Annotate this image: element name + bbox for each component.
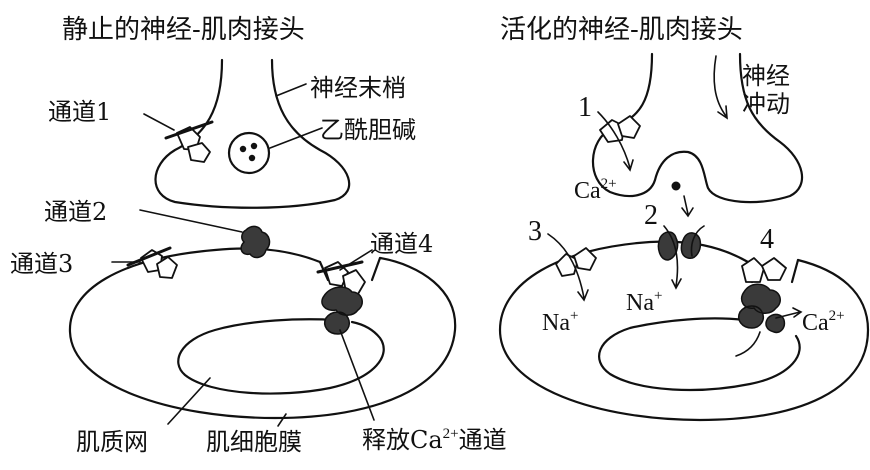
na-left-arrow: [547, 233, 589, 302]
resting-channel1: [164, 120, 214, 163]
ca-out-arrow-right: [775, 307, 803, 319]
activated-sarcolemma: [498, 240, 870, 422]
label-ca-out: Ca2+: [802, 308, 845, 336]
leader-channel2: [139, 209, 243, 233]
activated-channel3: [555, 247, 597, 277]
leader-ca-release: [339, 329, 375, 421]
resting-title: 静止的神经-肌肉接头: [62, 15, 305, 45]
ca-in-arrow: [597, 111, 634, 172]
label-num2: 2: [644, 200, 658, 231]
leader-sr: [167, 377, 211, 425]
label-ca-in: Ca2+: [574, 176, 617, 204]
nerve-impulse-arrow: [713, 55, 728, 120]
leader-sarcolemma: [277, 413, 287, 427]
resting-panel: 静止的神经-肌肉接头: [10, 15, 507, 456]
activated-nerve-terminal: [591, 52, 804, 204]
resting-channel2: [240, 225, 271, 259]
resting-sarcoplasmic-reticulum: [177, 318, 385, 395]
label-ca-release-channel: 释放Ca2+通道: [362, 426, 507, 454]
label-channel2: 通道2: [44, 198, 107, 226]
label-channel3: 通道3: [10, 250, 73, 278]
activated-channel4: [741, 257, 787, 283]
channel2-ach-arrow: [690, 225, 705, 257]
ach-arrow: [681, 195, 694, 218]
released-ach: [671, 181, 681, 191]
activated-channel1: [599, 115, 641, 143]
ca-out-arrow-down: [735, 331, 761, 357]
leader-nerve-terminal: [275, 83, 307, 97]
label-channel4: 通道4: [370, 230, 433, 258]
label-acetylcholine: 乙酰胆碱: [320, 116, 416, 144]
label-sarcolemma: 肌细胞膜: [206, 428, 302, 456]
na-mid-arrow: [663, 225, 682, 290]
label-channel1: 通道1: [48, 98, 111, 126]
label-na-left: Na+: [542, 308, 578, 336]
label-num3: 3: [528, 216, 542, 247]
resting-sarcolemma: [68, 247, 457, 420]
label-nerve-impulse-1: 神经: [742, 62, 790, 90]
ach-dot: [248, 154, 256, 162]
label-num4: 4: [760, 224, 774, 255]
resting-vesicle: [227, 131, 271, 175]
label-na-mid: Na+: [626, 288, 662, 316]
activated-title: 活化的神经-肌肉接头: [500, 15, 743, 45]
ach-dot: [250, 142, 258, 150]
label-sarcoplasmic-reticulum: 肌质网: [76, 428, 148, 456]
leader-ach: [269, 127, 323, 149]
ach-dot: [239, 145, 247, 153]
activated-ca-release-channel: [738, 283, 786, 334]
activated-sarcoplasmic-reticulum: [598, 317, 801, 392]
activated-panel: 活化的神经-肌肉接头: [498, 15, 870, 422]
label-nerve-terminal: 神经末梢: [310, 74, 406, 102]
label-nerve-impulse-2: 冲动: [742, 90, 790, 118]
leader-channel4: [339, 249, 373, 271]
resting-channel3: [126, 246, 178, 279]
leader-channel1: [143, 113, 175, 131]
resting-ca-release-channel: [321, 286, 363, 335]
label-num1: 1: [578, 92, 592, 123]
